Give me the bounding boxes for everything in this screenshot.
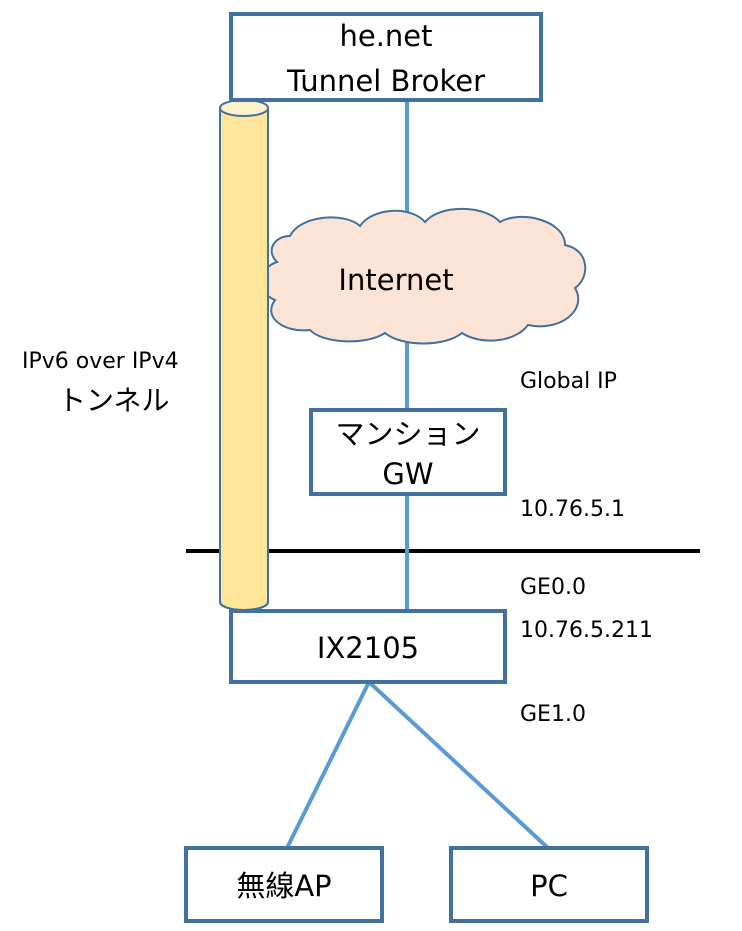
ge0-interface-label: GE0.0: [520, 575, 586, 600]
tunnel-label-line2: トンネル: [58, 384, 169, 417]
tunnel-broker-node: he.net Tunnel Broker: [229, 12, 543, 102]
tunnel-broker-line2: Tunnel Broker: [286, 64, 485, 98]
tunnel-label-line1: IPv6 over IPv4: [22, 349, 179, 374]
wireless-ap-label: 無線AP: [236, 869, 331, 903]
wireless-ap-node: 無線AP: [184, 846, 384, 923]
tunnel-cylinder: [219, 99, 269, 611]
gateway-node: マンション GW: [309, 408, 507, 496]
pc-label: PC: [530, 869, 568, 903]
pc-node: PC: [449, 846, 649, 923]
internet-cloud: Internet: [260, 207, 587, 345]
link-router-pc: [367, 680, 550, 850]
router-label: IX2105: [317, 631, 419, 665]
global-ip-label: Global IP: [520, 369, 617, 394]
link-router-wireless-ap: [285, 681, 371, 849]
router-node: IX2105: [229, 609, 507, 684]
tunnel-broker-line1: he.net: [339, 19, 432, 53]
gateway-line2: GW: [382, 457, 433, 491]
ge0-ip-label: 10.76.5.211: [520, 618, 653, 643]
ge1-interface-label: GE1.0: [520, 702, 586, 727]
gateway-line1: マンション: [335, 417, 480, 451]
gateway-ip-label: 10.76.5.1: [520, 497, 625, 522]
internet-label: Internet: [338, 263, 453, 297]
